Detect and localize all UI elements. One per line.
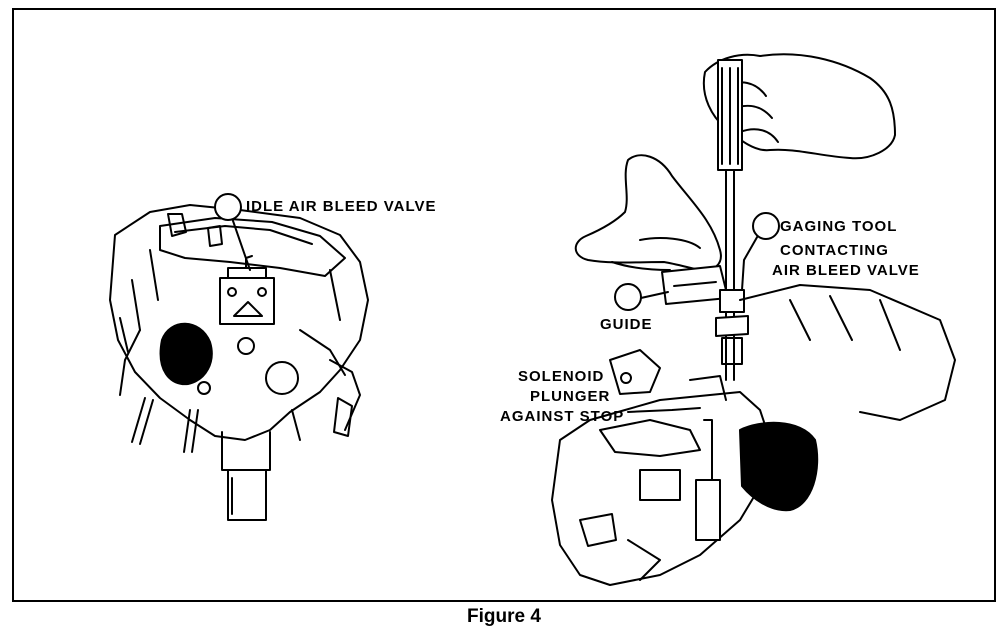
right-carburetor-drawing <box>551 53 956 586</box>
label-guide: GUIDE <box>600 316 653 333</box>
label-solenoid-line3: AGAINST STOP <box>500 408 625 425</box>
label-solenoid-line2: PLUNGER <box>530 388 611 405</box>
figure-frame <box>12 8 996 602</box>
label-gaging-tool-line1: GAGING TOOL <box>780 218 898 235</box>
label-gaging-tool-line3: AIR BLEED VALVE <box>772 262 920 279</box>
left-carburetor-drawing <box>109 204 369 521</box>
label-solenoid-line1: SOLENOID <box>518 368 605 385</box>
figure-caption: Figure 4 <box>467 606 541 627</box>
label-idle-air-bleed-valve: IDLE AIR BLEED VALVE <box>246 198 437 215</box>
label-gaging-tool-line2: CONTACTING <box>780 242 889 259</box>
